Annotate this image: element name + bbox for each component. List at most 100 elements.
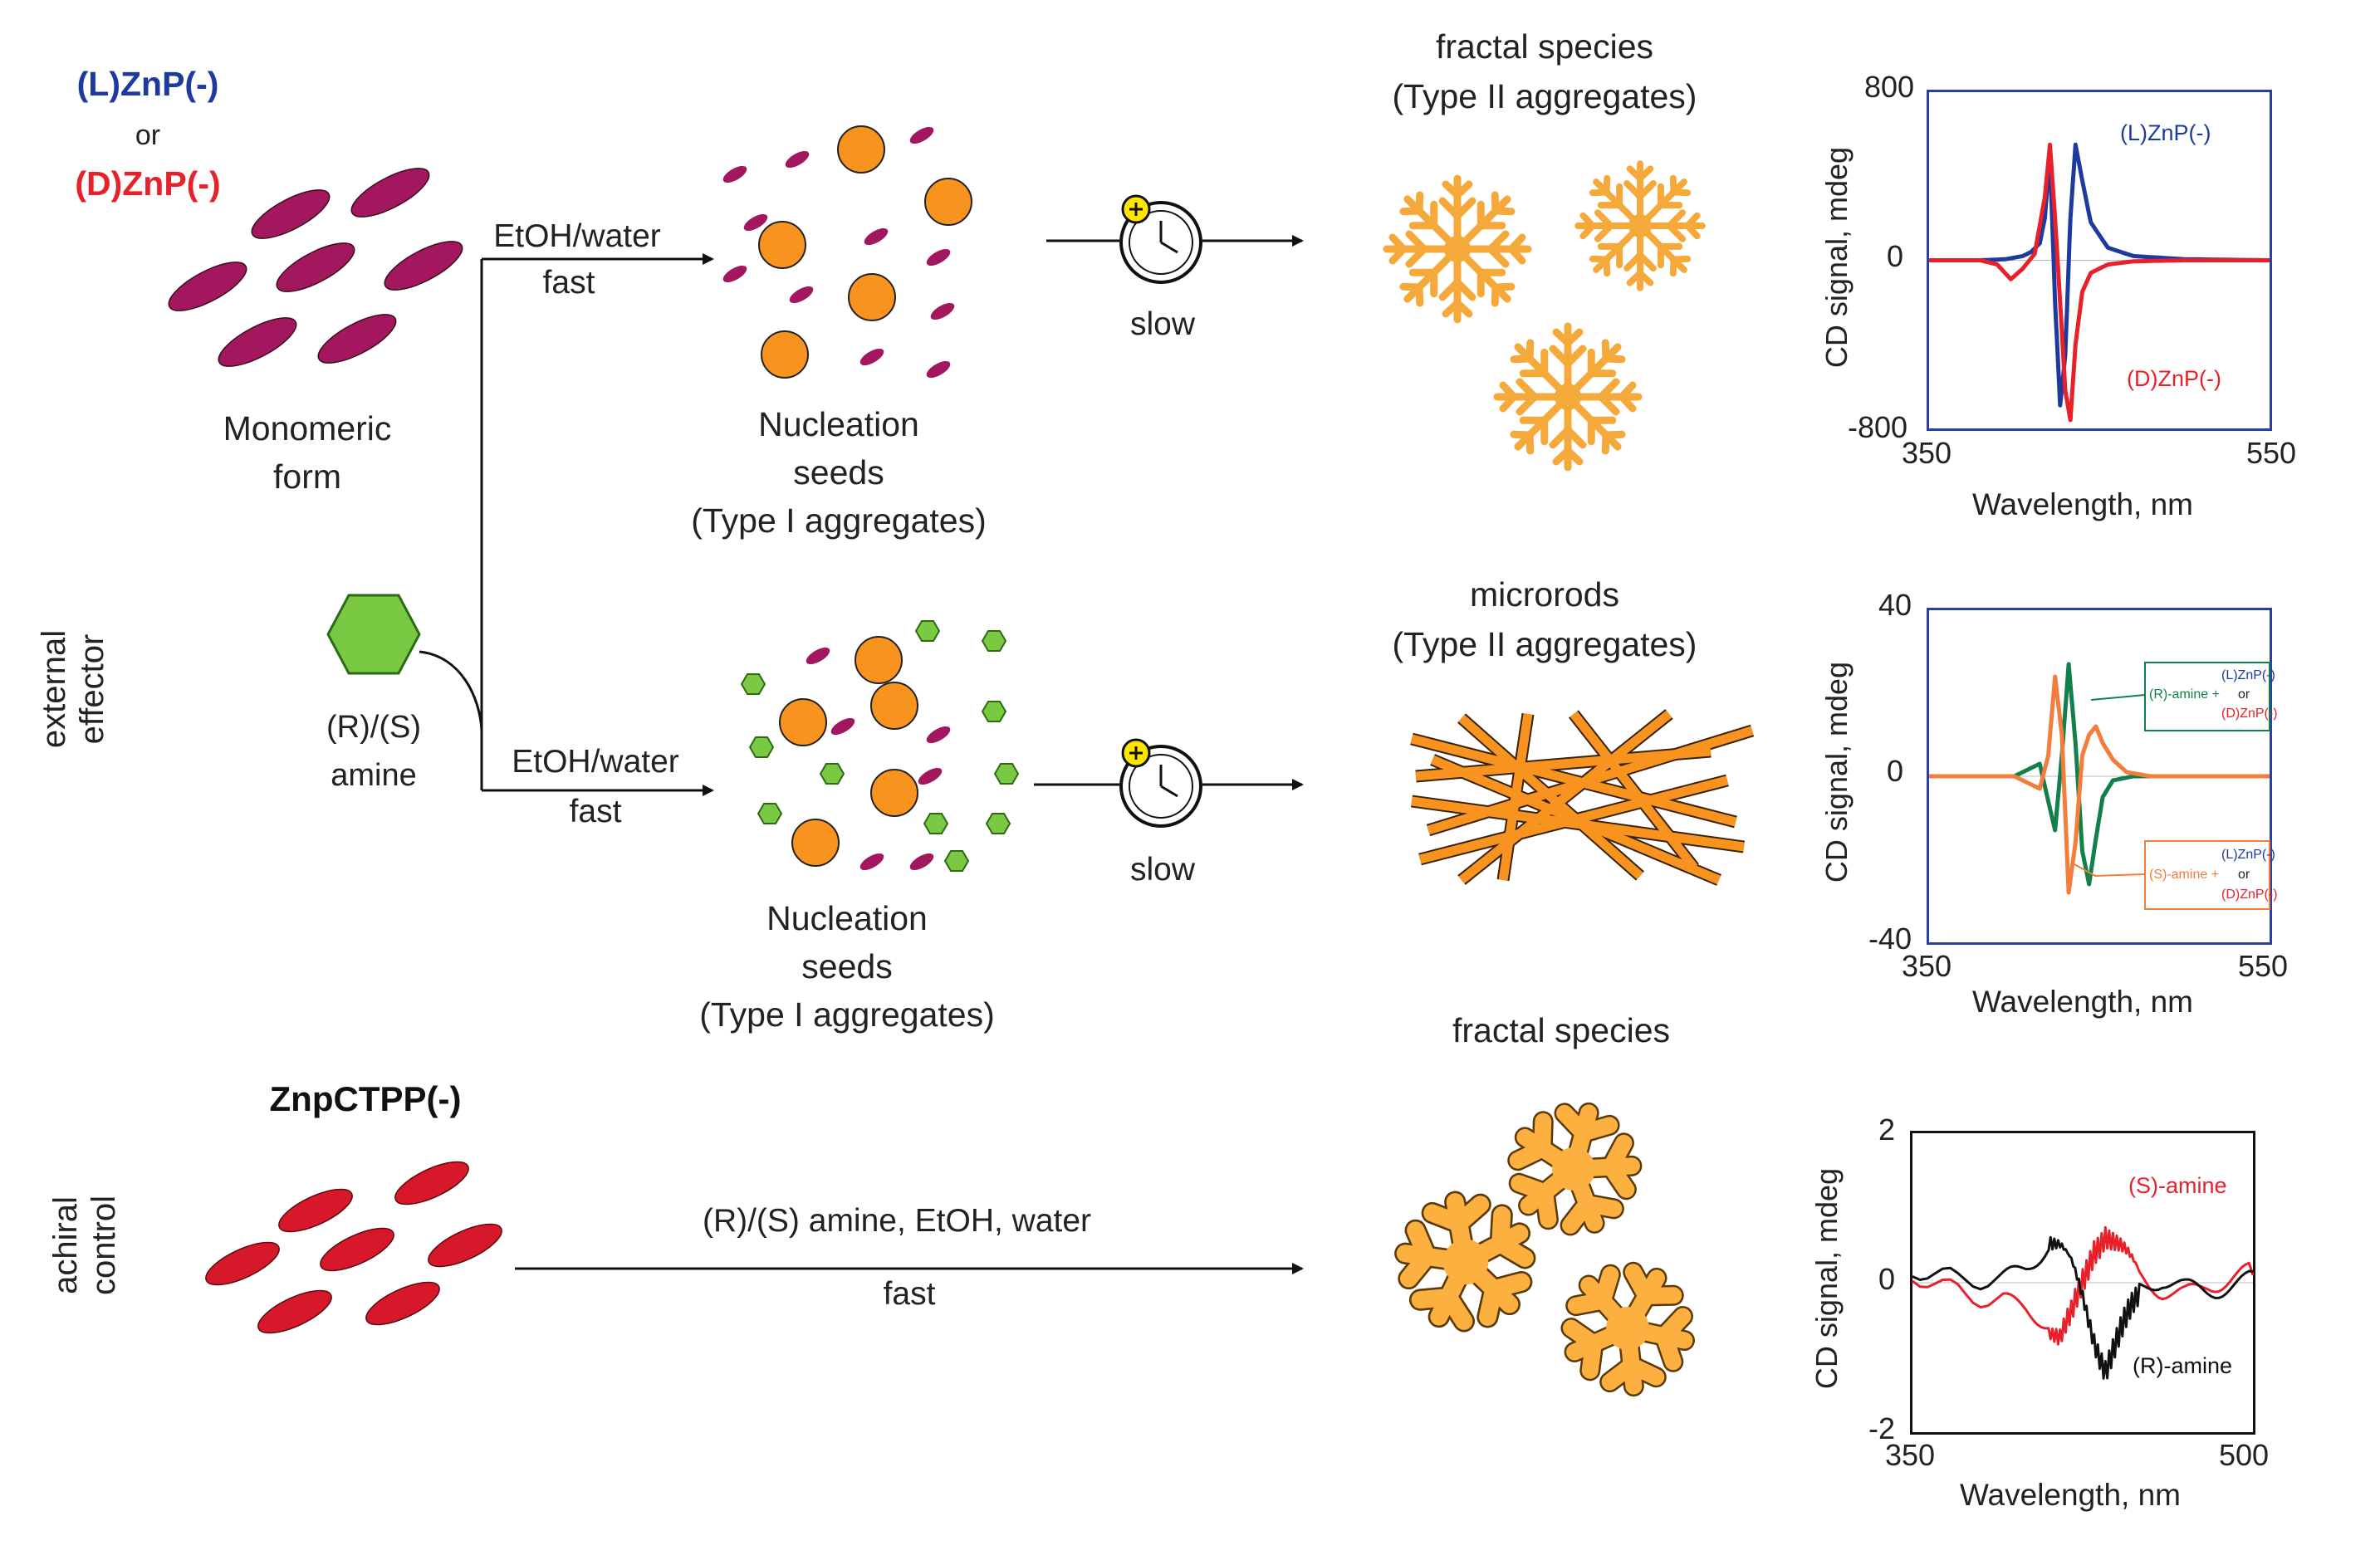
nucleation-top-2: seeds [793,453,884,491]
ellipse-icon [384,241,463,291]
ellipse-icon [276,242,355,292]
seed-circle-icon [924,178,972,226]
chart3-ylabel: CD signal, mdeg [1809,1167,1844,1390]
chart2-legend-s-prefix: (S)-amine + [2149,868,2220,882]
chart1-xtick-right: 550 [2246,436,2297,470]
microrods-type2: (Type II aggregates) [1392,625,1697,663]
series-line-1 [1929,674,2270,895]
clock-icon [1119,194,1202,284]
chart2-ylabel: CD signal, mdeg [1819,661,1854,883]
chart1-ytick-mid: 0 [1887,239,1904,273]
hexagon-icon [326,594,421,675]
series-line-1 [1912,1235,2254,1380]
seed-circle-icon [779,698,827,746]
chart2-legend-s-l: (L)ZnP(-) [2221,848,2275,862]
ellipse-icon [205,1241,280,1286]
nucleation-bottom-3: (Type I aggregates) [699,995,995,1034]
chart2-legend-lines [2074,662,2270,910]
cd-chart-2: (R)-amine + (L)ZnP(-) or (D)ZnP(-) (S)-a… [1927,608,2278,945]
chart2-ytick-top: 40 [1878,588,1912,622]
seed-circle-icon [791,819,840,867]
chart2-xtick-right: 550 [2238,949,2289,983]
series-line-0 [1912,1225,2255,1346]
or-label: or [135,120,161,151]
chart3-ytick-bot: -2 [1868,1411,1896,1445]
fractal-type2: (Type II aggregates) [1392,77,1697,115]
achiral-fractal-title: fractal species [1452,1011,1671,1049]
chart3-legend-r: (R)-amine [2133,1353,2233,1378]
chart2-legend-r-l: (L)ZnP(-) [2221,668,2275,682]
microrods-title: microrods [1470,575,1619,614]
seed-circle-icon [758,221,806,269]
ellipse-icon [218,317,297,367]
hexagon-icon [740,673,766,695]
ellipse-icon [365,1281,440,1326]
chart1-xlabel: Wavelength, nm [1972,487,2193,521]
znpctpp-label: ZnpCTPP(-) [269,1079,462,1118]
hexagon-icon [993,763,1020,785]
ellipse-icon [320,1227,394,1272]
ellipse-icon [394,1161,469,1205]
chart1-legend-d-znp: (D)ZnP(-) [2127,366,2221,391]
series-line-0 [1929,142,2270,408]
cd-chart-3: (S)-amine (R)-amine [1910,1131,2255,1435]
chart1-ytick-top: 800 [1864,70,1915,104]
slow-label-bottom: slow [1129,852,1196,888]
hexagon-icon [819,763,845,785]
l-znp-label: (L)ZnP(-) [76,65,219,103]
cd-chart-1: (L)ZnP(-) (D)ZnP(-) [1927,90,2272,431]
monomeric-label-1: Monomeric [223,409,392,447]
seed-circle-icon [870,682,918,730]
slow-label-top: slow [1129,306,1196,342]
chart2-ytick-bot: -40 [1868,922,1912,956]
hexagon-icon [923,813,949,834]
chart1-ytick-bot: -800 [1848,410,1908,444]
monomeric-label-2: form [273,457,341,496]
ethanol-water-label-bottom: EtOH/water [512,744,679,780]
hexagon-icon [981,630,1007,652]
hexagon-icon [985,813,1011,834]
nucleation-top-3: (Type I aggregates) [691,501,987,540]
chart1-ylabel: CD signal, mdeg [1819,146,1854,369]
hexagon-icon [914,620,941,642]
chart3-legend-s: (S)-amine [2128,1173,2227,1198]
chart2-legend-s-d: (D)ZnP(-) [2221,888,2278,902]
chart2-legend-r-or: or [2238,687,2250,702]
fractal-title: fractal species [1435,27,1654,66]
chart3-xtick-right: 500 [2219,1438,2270,1472]
ellipse-icon [168,262,247,311]
cd-chart-1-plot [1929,142,2270,423]
amine-label-2: amine [331,758,417,793]
chart2-legend-r-prefix: (R)-amine + [2149,687,2220,702]
hexagon-icon [748,736,775,758]
seed-circle-icon [855,636,903,684]
chart1-xtick-left: 350 [1902,436,1952,470]
hexagon-icon [943,850,970,872]
hexagon-icon [757,803,783,824]
ellipse-icon [428,1223,502,1268]
ellipse-icon [257,1289,332,1334]
achiral-fast-label: fast [883,1276,936,1312]
series-line-1 [1929,142,2270,423]
chart3-xtick-left: 350 [1885,1438,1936,1472]
chart3-ytick-top: 2 [1878,1113,1896,1147]
chart2-ytick-mid: 0 [1887,754,1904,788]
achiral-arrow-label: (R)/(S) amine, EtOH, water [702,1203,1092,1239]
clock-icon [1119,738,1202,828]
chart2-legend-s-or: or [2238,868,2250,882]
fast-label-bottom: fast [569,794,622,829]
chart3-ytick-mid: 0 [1878,1262,1896,1296]
ellipse-icon [251,189,331,239]
chart2-xtick-left: 350 [1902,949,1952,983]
seed-circle-icon [837,125,885,174]
amine-label-1: (R)/(S) [326,710,421,745]
chart2-xlabel: Wavelength, nm [1972,985,2193,1019]
d-znp-label: (D)ZnP(-) [75,164,221,203]
ethanol-water-label-top: EtOH/water [493,218,661,254]
nucleation-bottom-2: seeds [801,947,893,985]
